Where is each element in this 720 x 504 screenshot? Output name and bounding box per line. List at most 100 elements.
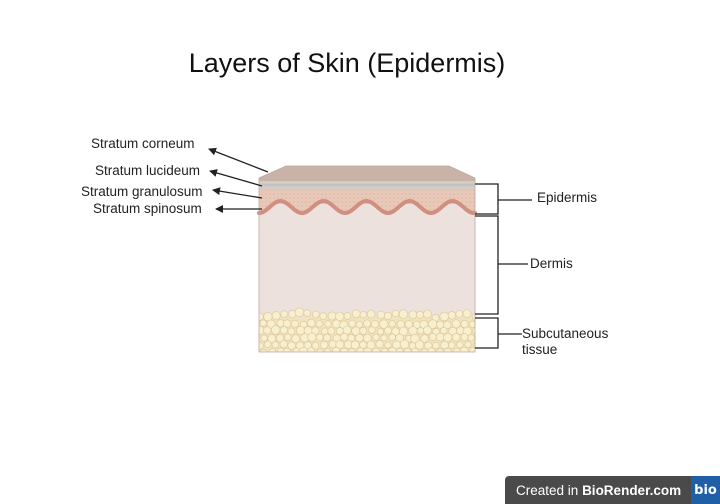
fat-cell (476, 334, 484, 342)
fat-cell (347, 348, 356, 352)
fat-cell (471, 312, 475, 322)
fat-cell (279, 326, 288, 335)
lucideum-pointer-arrow (209, 169, 263, 187)
fat-cell (439, 311, 449, 322)
stratum-lucidum-layer (259, 181, 475, 190)
fat-cell (315, 320, 323, 328)
fat-cell (451, 319, 461, 329)
fat-cell (368, 326, 376, 334)
fat-cell (327, 311, 337, 321)
fat-cell (339, 347, 349, 352)
label-dermis: Dermis (530, 256, 573, 271)
fat-cell (311, 341, 320, 350)
fat-cell (259, 349, 268, 352)
fat-cell (456, 341, 464, 349)
fat-cell (460, 319, 469, 328)
fat-cell (462, 309, 472, 318)
fat-cell (282, 348, 292, 352)
label-stratum-spinosum: Stratum spinosum (93, 201, 202, 216)
label-subcutaneous-line2: tissue (522, 342, 557, 357)
fat-cell (331, 346, 341, 352)
fat-cell (259, 326, 265, 335)
fat-cell (287, 327, 296, 336)
fat-cell (359, 311, 367, 319)
block-outline (258, 165, 476, 353)
fat-cell (372, 333, 380, 341)
fat-cell (435, 348, 445, 352)
biorender-logo-icon: bio (691, 476, 720, 504)
fat-cell (303, 309, 311, 317)
fat-cell (279, 340, 288, 349)
subcutaneous-bracket (475, 317, 522, 349)
fat-cell (275, 333, 285, 343)
biorender-badge[interactable]: Created in BioRender.com bio (505, 476, 720, 504)
fat-cells (259, 307, 484, 355)
fat-cell (443, 348, 452, 352)
fat-cell (432, 341, 440, 350)
dermis-bracket (475, 215, 528, 315)
fat-cell (359, 326, 368, 335)
fat-cell (320, 340, 329, 350)
diagram-title: Layers of Skin (Epidermis) (188, 48, 506, 78)
fat-cell (403, 348, 413, 352)
fat-cell (340, 333, 349, 342)
fat-cell (398, 326, 409, 336)
fat-cell (267, 334, 277, 344)
fat-cell (415, 340, 425, 350)
fat-cell (284, 333, 292, 341)
fat-cell (447, 311, 457, 320)
fat-cell (383, 311, 392, 320)
fat-cell (380, 334, 388, 342)
badge-prefix: Created in (516, 482, 579, 498)
fat-cell (417, 327, 425, 335)
fat-cell (307, 347, 315, 352)
fat-cell (443, 333, 453, 343)
label-stratum-granulosum: Stratum granulosum (81, 184, 203, 199)
fat-cell (307, 318, 316, 328)
fat-cell (280, 310, 289, 319)
fat-cell (316, 348, 324, 352)
fat-cell (259, 342, 264, 350)
fat-cell (294, 307, 305, 317)
fat-cell (472, 326, 475, 335)
fat-cell (270, 325, 281, 335)
fat-cell (459, 346, 469, 352)
stratum-corneum-layer (259, 166, 475, 181)
fat-cell (363, 319, 371, 328)
fat-cell (384, 341, 392, 349)
label-stratum-corneum: Stratum corneum (91, 136, 195, 151)
fat-cell (435, 332, 445, 342)
fat-cell (271, 311, 281, 321)
fat-cell (342, 325, 352, 335)
fat-cell (375, 340, 384, 349)
fat-cell (448, 341, 456, 349)
fat-cell (343, 312, 352, 320)
fat-cell (315, 333, 324, 342)
fat-cell (348, 319, 357, 328)
fat-cell (350, 340, 360, 350)
fat-cell (323, 333, 331, 342)
fat-cell (351, 309, 361, 319)
fat-cell (283, 319, 292, 328)
fat-cell (387, 347, 397, 352)
fat-cell (428, 333, 437, 341)
fat-cell (332, 319, 341, 329)
basement-membrane (257, 199, 477, 216)
fat-cell (366, 309, 376, 319)
fat-cell (324, 320, 332, 328)
badge-text: Created in BioRender.com (505, 483, 692, 498)
fat-cell (443, 320, 452, 330)
fat-cell (464, 340, 472, 348)
fat-cell (263, 326, 272, 335)
fat-cell (391, 309, 400, 318)
fat-cell (477, 348, 484, 355)
fat-cell (268, 348, 277, 352)
fat-cell (422, 309, 432, 319)
fat-cell (468, 347, 475, 352)
fat-cell (469, 320, 475, 328)
fat-cell (452, 348, 461, 352)
fat-cell (398, 309, 409, 319)
fat-cell (416, 310, 424, 319)
fat-cell (388, 320, 396, 328)
